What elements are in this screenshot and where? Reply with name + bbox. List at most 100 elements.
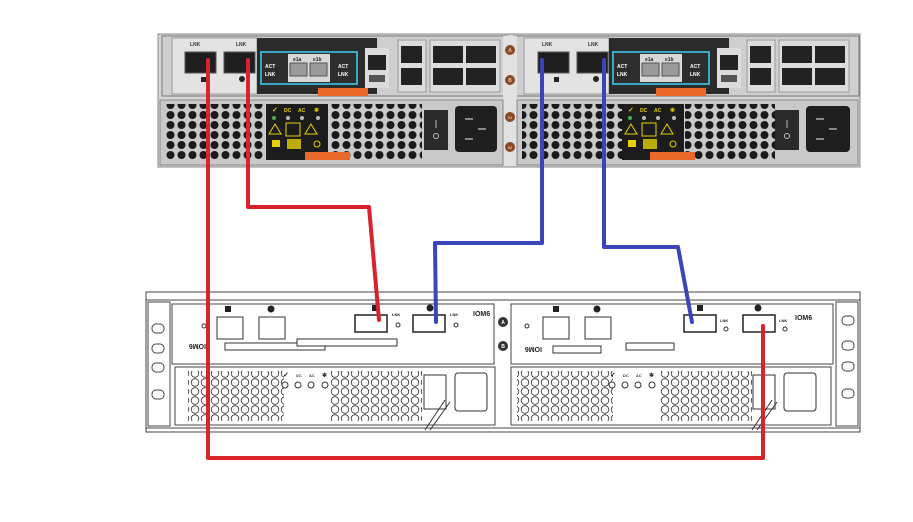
hic-port-e1b[interactable] [661,62,680,77]
hic-port-label-e1b: e1b [313,57,322,63]
hazard-icon [641,122,657,137]
sas-lnk-label-1: LNK [542,42,553,48]
psu-ac-label: AC [298,108,306,114]
psu-a-status-panel [266,104,328,160]
release-handle[interactable] [656,88,706,96]
iom-a-sas-port-circle[interactable] [412,314,446,333]
badge-a-label: A [501,320,505,326]
host-port[interactable] [782,68,812,85]
led-dc [642,116,646,120]
iom-b: IOM6 LNK LNK IOM6 [510,303,834,365]
sas-port-1[interactable] [184,51,217,74]
ethernet-port[interactable] [750,68,771,85]
psu-release-handle[interactable] [650,152,695,160]
host-port[interactable] [433,46,463,63]
cable-blue-b1-to-iom-a-circle[interactable] [433,58,544,324]
hic-port-e1b[interactable] [309,62,328,77]
psu-a-vent-right [330,104,422,161]
sas-port-2[interactable] [223,51,256,74]
lnk-led [723,326,729,332]
badge-b-label: B [501,344,505,350]
ear-slot [151,389,165,400]
power-inlet[interactable] [806,106,850,152]
host-port[interactable] [782,46,812,63]
release-handle[interactable] [318,88,368,96]
host-port[interactable] [466,68,496,85]
ethernet-port[interactable] [258,316,286,340]
switch-off-mark [784,133,790,139]
lnk-led-label: LNK [338,72,349,78]
ethernet-port[interactable] [542,316,570,340]
badge-b-label: B [508,78,512,84]
psu-b-vent-right [685,104,775,161]
act-led-label: ACT [265,64,275,70]
label-plate [296,338,398,347]
ethernet-mgmt-port[interactable] [368,55,386,70]
circle-symbol-icon [267,305,275,313]
iom-mirror-label: IOM6 [525,345,542,352]
ethernet-port[interactable] [401,46,422,63]
psu-dc-label: DC [640,108,648,114]
label-plate [625,342,675,351]
psu-ok-icon: ✓ [283,372,289,379]
ear-slot [841,340,855,351]
iom-b-sas-port-circle[interactable] [742,314,776,333]
psu-b: ✓ DC AC ❄ [516,99,859,166]
lnk-led [395,322,401,328]
square-symbol-icon [225,306,231,312]
manual-icon [628,140,636,147]
square-symbol-icon [201,77,206,82]
sas-port-1[interactable] [537,51,570,74]
ear-slot [151,362,165,373]
ear-slot [841,388,855,399]
badge-b [498,341,508,351]
circle-symbol-icon [754,304,762,312]
controller-a: LNK LNK e1a e1b ACT LNK ACT LNK [161,35,508,97]
ethernet-port[interactable] [750,46,771,63]
hic-port-e1a[interactable] [641,62,660,77]
drive-psu-b: ✓ DC AC ❄ [510,366,832,431]
controller-b: LNK LNK e1a e1b ACT LNK ACT LNK [513,35,860,97]
ethernet-port[interactable] [216,316,244,340]
ethernet-port[interactable] [584,316,612,340]
usb-port[interactable] [721,75,737,82]
iom-a: IOM6 LNK LNK IOM6 [171,303,495,365]
act-led-label: ACT [617,64,627,70]
inlet-pin [816,118,824,120]
ethernet-port[interactable] [401,68,422,85]
usb-port[interactable] [369,75,385,82]
led-fan [321,381,329,389]
inlet-pin [478,128,486,130]
ethernet-mgmt-port[interactable] [720,55,738,70]
psu-b-vent-left [522,104,622,161]
hic-port-e1a[interactable] [289,62,308,77]
iom-status-led [524,323,530,329]
led-ok [281,381,289,389]
power-inlet[interactable] [783,372,817,412]
cable-blue-b2-to-iom-b-square[interactable] [602,58,694,324]
iom-b-sas-port-square[interactable] [683,314,717,333]
iom-a-sas-port-square[interactable] [354,314,388,333]
power-switch[interactable] [775,110,799,150]
host-port[interactable] [815,46,845,63]
sas-port-2[interactable] [576,51,609,74]
host-port[interactable] [466,46,496,63]
cable-red-a2-to-iom-a-square[interactable] [246,58,381,322]
power-inlet[interactable] [455,106,497,152]
iom-label: IOM6 [473,311,490,318]
lnk-label: LNK [720,318,728,323]
controller-shelf: LNK LNK e1a e1b ACT LNK ACT LNK [157,33,861,168]
host-port[interactable] [433,68,463,85]
power-switch[interactable] [424,110,448,150]
power-switch[interactable] [423,374,447,410]
cable-red-a1-to-iom-b-circle[interactable] [206,58,765,460]
psu-ac-label: AC [636,373,642,378]
ear-slot [151,323,165,334]
power-inlet[interactable] [454,372,488,412]
host-port[interactable] [815,68,845,85]
psu-release-handle[interactable] [305,152,350,160]
psu-b-status-panel [622,104,684,160]
inlet-pin [465,118,473,120]
fan-icon: ❄ [649,372,654,379]
led-dc [294,381,302,389]
